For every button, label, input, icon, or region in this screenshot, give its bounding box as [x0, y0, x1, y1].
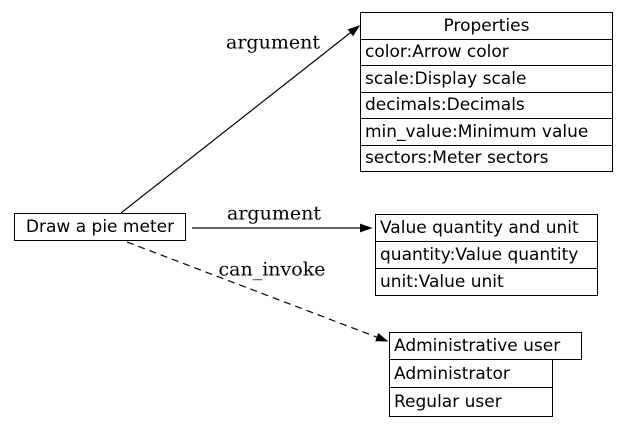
properties-row-sectors: sectors:Meter sectors — [361, 144, 612, 172]
properties-row-decimals: decimals:Decimals — [361, 91, 612, 119]
edge-label-can-invoke: can_invoke — [218, 258, 326, 281]
node-draw-a-pie-meter-label: Draw a pie meter — [25, 217, 175, 237]
node-admin-user-header: Administrative user — [389, 332, 582, 360]
properties-row-scale: scale:Display scale — [361, 65, 612, 92]
properties-row-color: color:Arrow color — [361, 38, 612, 66]
admin-row-regular-label: Regular user — [394, 392, 502, 412]
node-draw-a-pie-meter: Draw a pie meter — [14, 213, 186, 241]
edge-label-argument-value: argument — [227, 202, 321, 225]
admin-row-administrator-label: Administrator — [394, 363, 510, 384]
properties-row-min-value: min_value:Minimum value — [361, 118, 612, 145]
edge-argument-properties-line — [120, 32, 352, 214]
admin-user-header-label: Administrative user — [394, 336, 561, 356]
edge-argument-properties-arrowhead — [347, 25, 361, 37]
node-value-quantity-table: Value quantity and unit quantity:Value q… — [375, 214, 598, 296]
value-quantity-header: Value quantity and unit — [380, 218, 579, 238]
node-properties-table: Properties color:Arrow color scale:Displ… — [360, 12, 613, 172]
edge-argument-value-arrowhead — [360, 223, 373, 233]
properties-header: Properties — [443, 15, 530, 36]
edge-can-invoke-arrowhead — [375, 332, 389, 342]
edge-label-argument-properties: argument — [226, 31, 320, 54]
node-admin-user-row-regular: Regular user — [389, 387, 553, 417]
value-quantity-row-unit: unit:Value unit — [376, 268, 597, 295]
edge-can-invoke-line — [126, 241, 378, 338]
value-quantity-row-quantity: quantity:Value quantity — [376, 241, 597, 268]
node-admin-user-row-administrator: Administrator — [389, 359, 553, 388]
